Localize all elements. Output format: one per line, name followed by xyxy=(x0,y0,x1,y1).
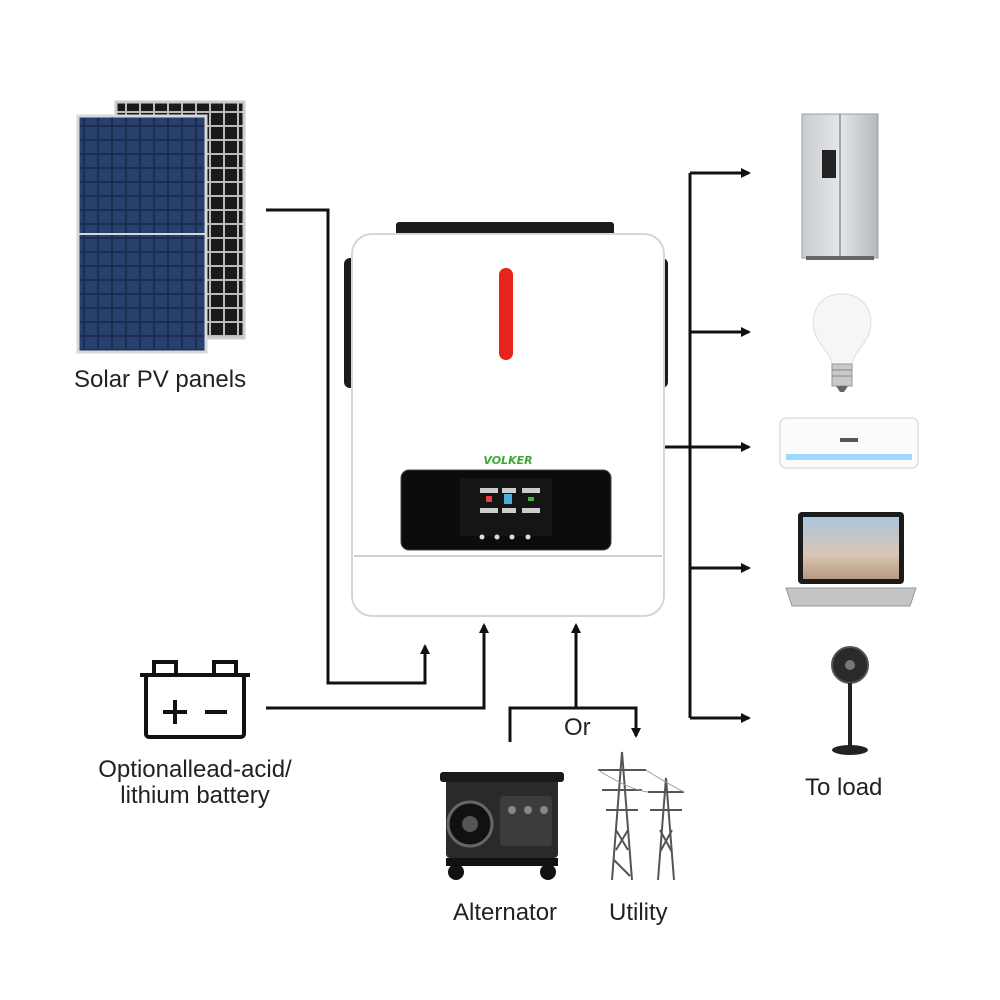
connection-lines xyxy=(266,168,751,742)
or-label: Or xyxy=(564,714,591,741)
refrigerator-icon xyxy=(801,113,879,260)
laptop-icon xyxy=(785,512,917,607)
inverter-icon xyxy=(344,222,668,617)
alternator-label: Alternator xyxy=(453,899,558,926)
battery-icon xyxy=(140,660,250,739)
solar-panel-label: Solar PV panels xyxy=(74,366,247,393)
generator-icon xyxy=(440,772,564,880)
air-conditioner-icon xyxy=(779,417,919,469)
utility-label: Utility xyxy=(609,899,668,926)
battery-label-line1: Optionallead-acid/ xyxy=(98,756,292,783)
inverter-brand-logo: VOLKER xyxy=(483,454,533,467)
solar-panel-icon xyxy=(76,100,246,354)
light-bulb-icon xyxy=(812,293,872,392)
to-load-label: To load xyxy=(805,774,883,801)
battery-label-line2: lithium battery xyxy=(120,782,270,809)
power-tower-icon xyxy=(597,751,685,881)
fan-icon xyxy=(831,646,869,755)
